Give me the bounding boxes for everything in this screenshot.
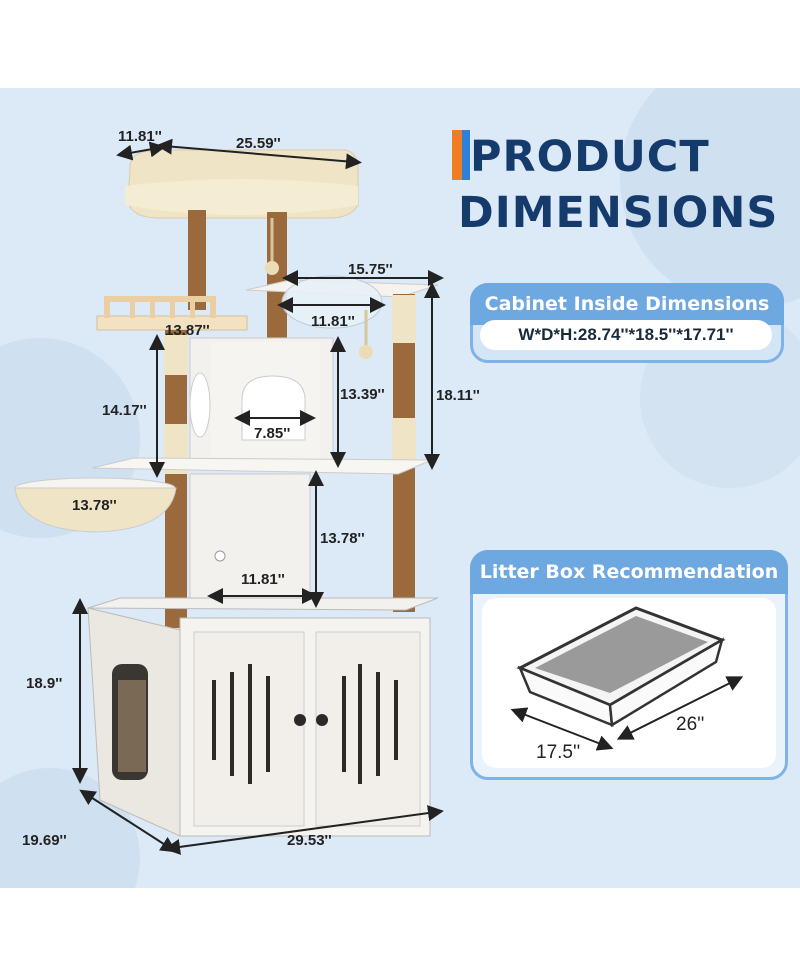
cabinet-dimensions-value: W*D*H:28.74''*18.5''*17.71'': [480, 320, 772, 350]
condo: [189, 337, 334, 467]
sisal-post: [188, 210, 206, 310]
litter-cabinet: [87, 597, 439, 837]
sisal-post: [165, 330, 187, 628]
title-accent-blue: [462, 130, 470, 180]
dim-condo-opening: 7.85'': [254, 425, 291, 442]
title-accent-orange: [452, 130, 462, 180]
dim-platform-width: 15.75'': [348, 261, 393, 278]
dim-top-width: 25.59'': [236, 135, 281, 152]
dim-lower-width: 11.81'': [241, 571, 285, 588]
hanging-basket: [14, 477, 177, 533]
dim-cabinet-depth: 19.69'': [22, 832, 67, 849]
litter-box-length: 26'': [676, 714, 705, 735]
toy-ball: [265, 261, 279, 275]
litter-box-header: Litter Box Recommendation: [470, 550, 788, 594]
dim-top-depth: 11.81'': [118, 128, 162, 145]
post-fur: [392, 295, 416, 343]
dim-cabinet-width: 29.53'': [287, 832, 332, 849]
page-title-line1: PRODUCT: [470, 132, 710, 182]
post-fur: [164, 335, 188, 375]
ladder-platform: [96, 296, 248, 331]
dim-lower-height: 13.78'': [320, 530, 365, 547]
litter-tray-icon: [510, 606, 744, 751]
dim-bowl-diameter: 11.81'': [311, 313, 355, 330]
dim-basket-diameter: 13.78'': [72, 497, 117, 514]
dim-ladder-width: 13.87'': [165, 322, 210, 339]
cabinet-dimensions-title: Cabinet Inside Dimensions: [470, 283, 784, 325]
dim-right-height: 18.11'': [436, 387, 480, 404]
dim-cabinet-height: 18.9'': [26, 675, 63, 692]
sisal-post: [267, 212, 287, 342]
page-title-line2: DIMENSIONS: [458, 188, 779, 238]
middle-shelf: [91, 457, 433, 475]
dim-left-height: 14.17'': [102, 402, 147, 419]
dim-condo-height: 13.39'': [340, 386, 385, 403]
litter-box-width: 17.5'': [536, 742, 581, 763]
